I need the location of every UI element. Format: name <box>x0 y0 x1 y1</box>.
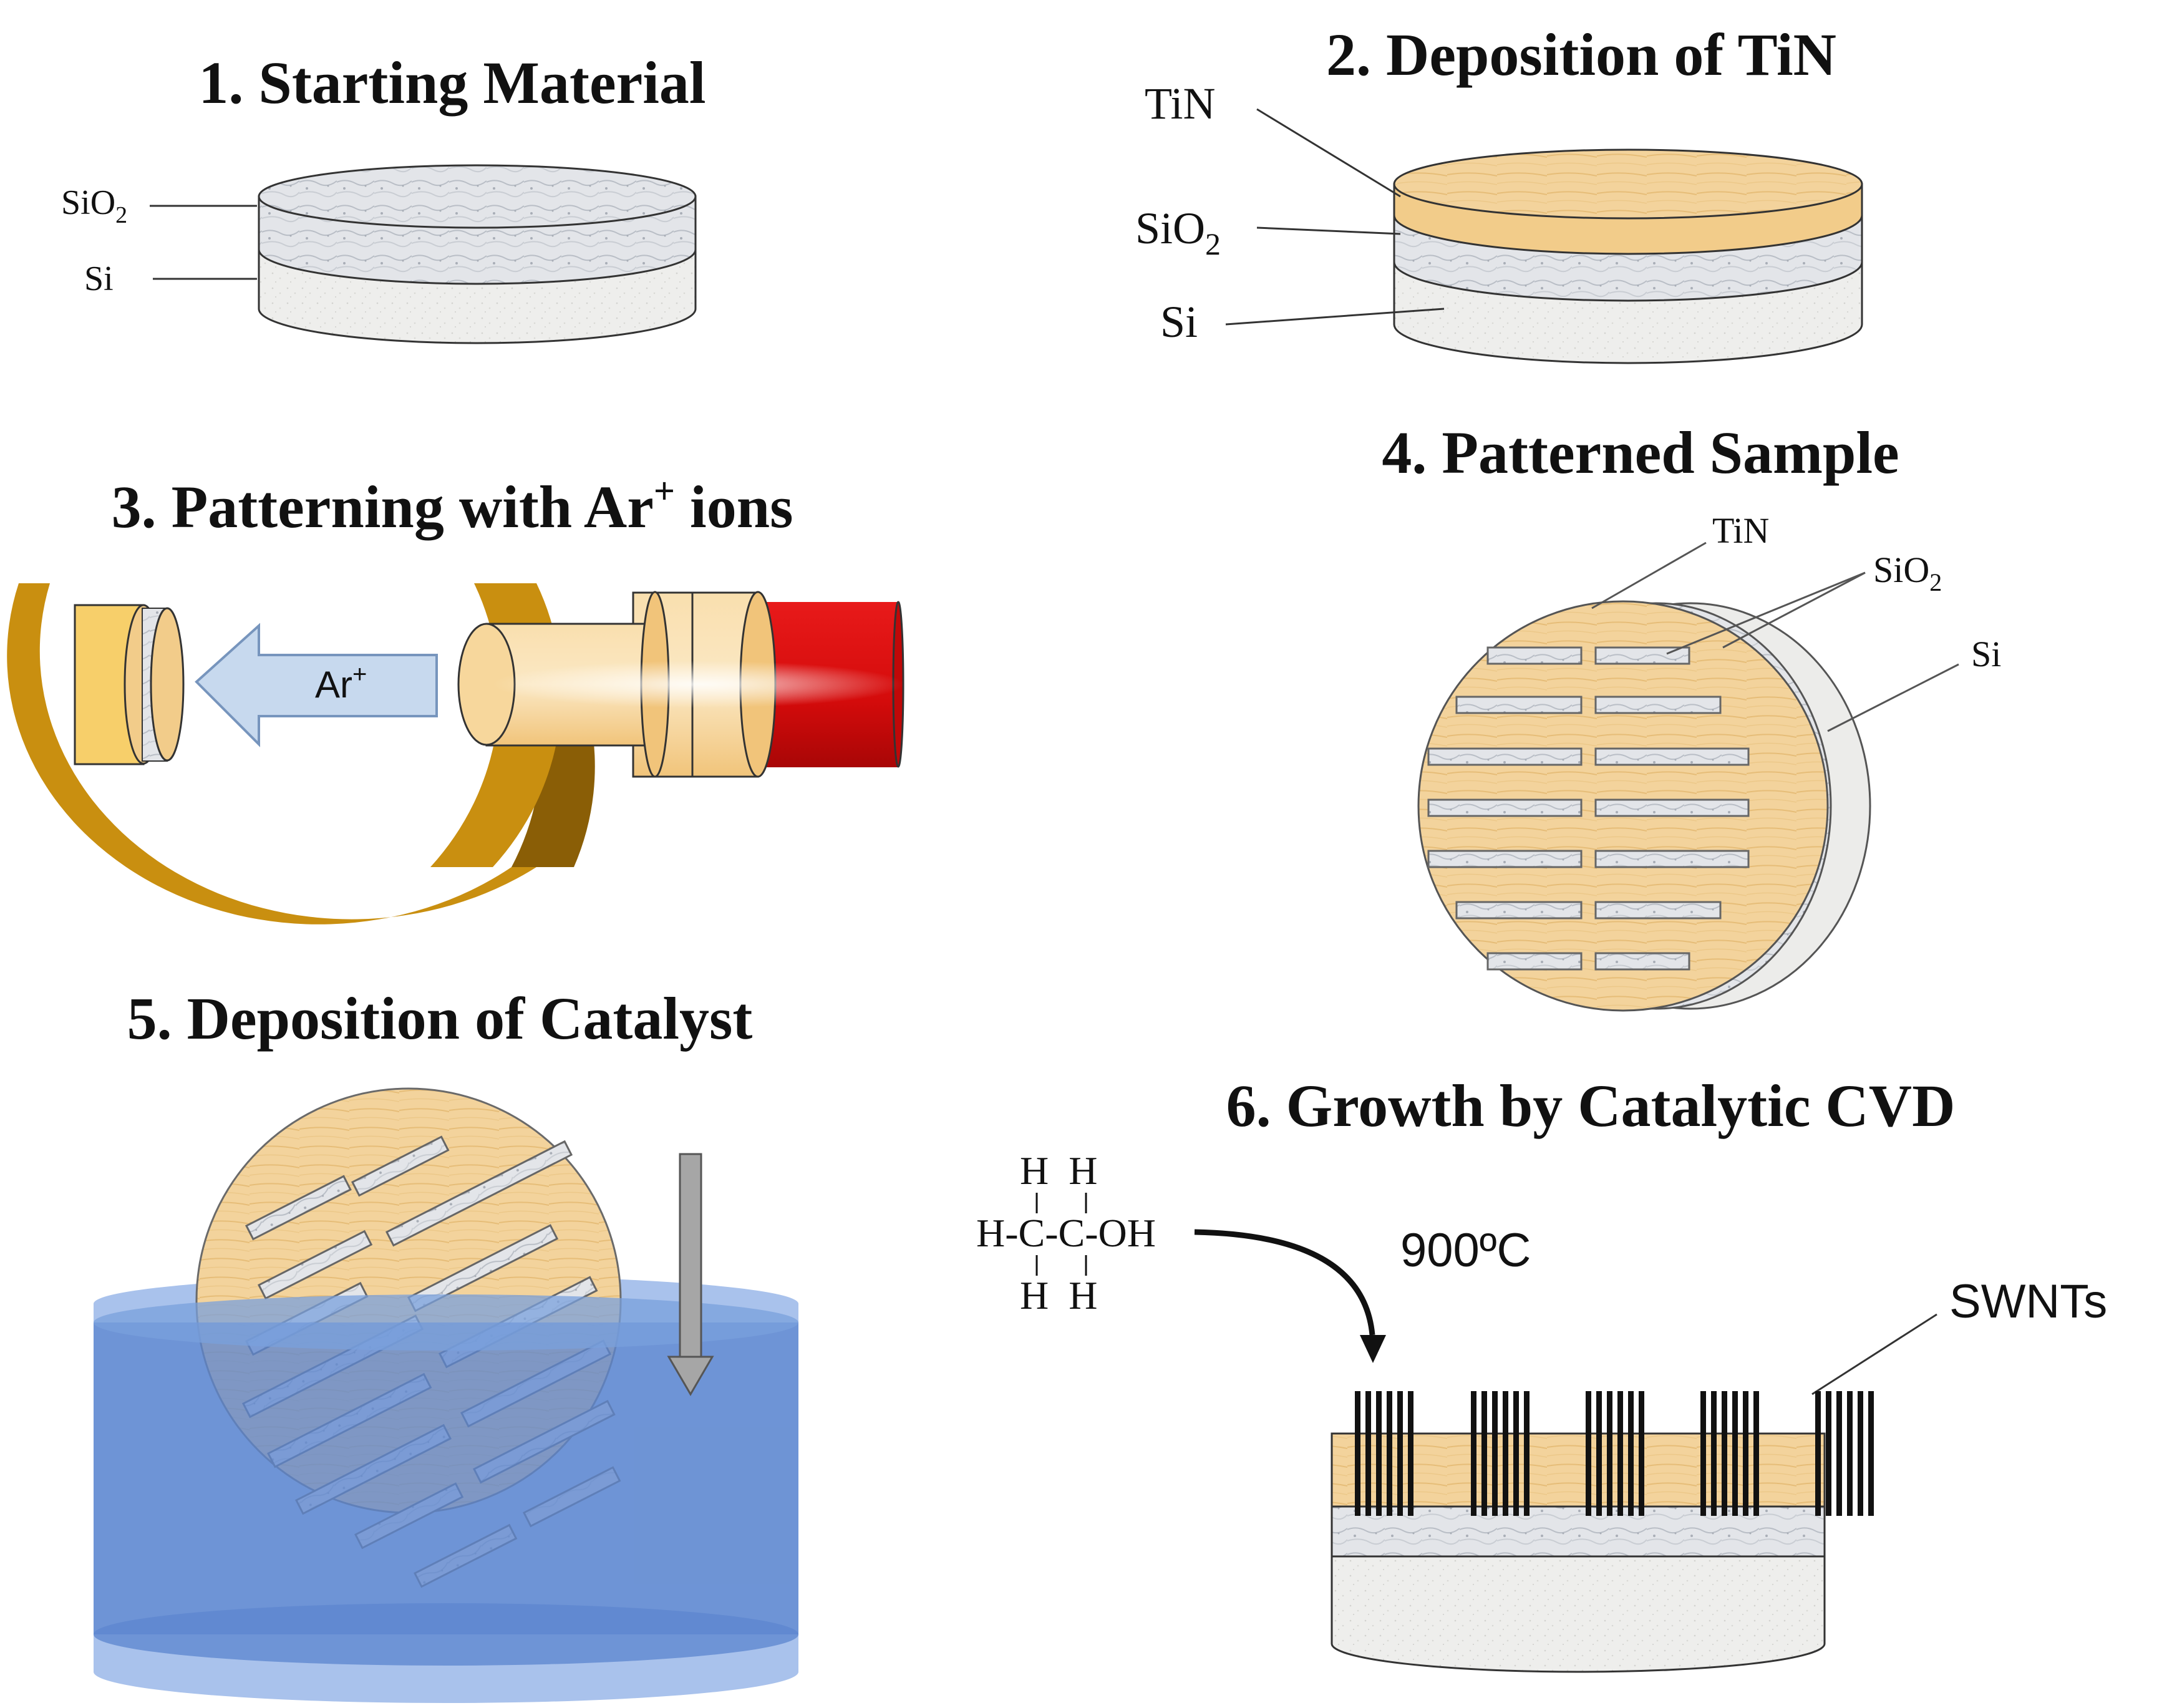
panel-3-title: 3. Patterning with Ar+ ions <box>112 470 793 540</box>
ethanol-structure: H H H-C-C-OH H H <box>976 1148 1156 1317</box>
tin-pattern-slots <box>1427 646 1750 971</box>
panel-4-tin-label: TiN <box>1591 510 1769 609</box>
cvd-temperature: 900ºC <box>1400 1224 1531 1277</box>
immersion-down-arrow <box>667 1153 714 1396</box>
svg-text:TiN: TiN <box>1712 510 1769 551</box>
ar-ion-arrow: Ar+ <box>195 623 438 747</box>
nanotube <box>1617 1391 1623 1516</box>
nanotube <box>1711 1391 1717 1516</box>
panel-6-title: 6. Growth by Catalytic CVD <box>1226 1072 1956 1139</box>
nanotube <box>1607 1391 1612 1516</box>
svg-text:SiO2: SiO2 <box>1873 550 1942 596</box>
sio2-slot <box>1594 850 1750 868</box>
nanotube <box>1397 1391 1403 1516</box>
nanotube <box>1586 1391 1591 1516</box>
nanotube <box>1628 1391 1634 1516</box>
sio2-slot <box>1594 952 1690 971</box>
nanotube <box>1355 1391 1360 1516</box>
panel-1-starting-material: 1. Starting Material SiO2 Si <box>61 49 706 344</box>
panel-5-title: 5. Deposition of Catalyst <box>127 985 753 1052</box>
nanotube <box>1408 1391 1413 1516</box>
nanotube <box>1858 1391 1863 1516</box>
patterned-wafer <box>1417 600 1871 1012</box>
sio2-slot <box>1427 747 1583 766</box>
panel-2-title: 2. Deposition of TiN <box>1326 21 1836 88</box>
nanotube <box>1815 1391 1821 1516</box>
nanotube <box>1596 1391 1602 1516</box>
nanotube <box>1513 1391 1519 1516</box>
nanotube <box>1847 1391 1853 1516</box>
sio2-slot <box>1455 901 1583 920</box>
sio2-slot <box>1594 798 1750 817</box>
nanotube <box>1639 1391 1644 1516</box>
panel-3-patterning: 3. Patterning with Ar+ ions Ar+ <box>7 470 904 924</box>
catalyst-slot <box>245 1175 352 1241</box>
svg-text:Si: Si <box>1971 634 2001 674</box>
nanotube <box>1524 1391 1530 1516</box>
cvd-flow-arrow <box>1194 1229 1386 1363</box>
svg-text:SWNTs: SWNTs <box>1949 1275 2107 1328</box>
svg-text:SiO2: SiO2 <box>61 183 127 228</box>
nanotube <box>1700 1391 1706 1516</box>
ion-gun <box>457 591 904 778</box>
sio2-slot <box>1486 646 1583 665</box>
nanotube <box>1868 1391 1874 1516</box>
nanotube <box>1743 1391 1748 1516</box>
growth-substrate <box>1331 1391 1874 1673</box>
panel-2-deposition-of-tin: 2. Deposition of TiN TiN SiO2 Si <box>1135 21 1863 364</box>
panel-2-sio2-label: SiO2 <box>1135 203 1401 261</box>
nanotube <box>1722 1391 1727 1516</box>
catalyst-slot <box>385 1140 573 1247</box>
svg-text:H-C-C-OH: H-C-C-OH <box>976 1211 1156 1255</box>
starting-wafer <box>258 164 697 344</box>
panel-5-deposition-of-catalyst: 5. Deposition of Catalyst <box>94 985 798 1703</box>
nanotube <box>1481 1391 1487 1516</box>
swnt-label: SWNTs <box>1811 1275 2107 1395</box>
panel-4-sio2-label: SiO2 <box>1666 550 1942 655</box>
svg-text:Si: Si <box>1160 297 1198 347</box>
nanotube <box>1826 1391 1831 1516</box>
nanotube <box>1836 1391 1842 1516</box>
sio2-slot <box>1486 952 1583 971</box>
svg-text:TiN: TiN <box>1145 79 1215 129</box>
sio2-slot <box>1594 901 1722 920</box>
svg-text:SiO2: SiO2 <box>1135 203 1221 261</box>
svg-text:Si: Si <box>84 260 114 298</box>
panel-1-si-label: Si <box>84 260 257 298</box>
catalyst-slot <box>257 1230 373 1300</box>
panel-2-tin-label: TiN <box>1145 79 1401 198</box>
panel-1-title: 1. Starting Material <box>198 49 705 116</box>
sio2-slot <box>1594 696 1722 714</box>
nanotube <box>1753 1391 1759 1516</box>
sio2-slot <box>1455 696 1583 714</box>
svg-text:H H: H H <box>1020 1148 1097 1193</box>
nanotube <box>1376 1391 1382 1516</box>
catalyst-slot <box>351 1135 450 1197</box>
nanotube <box>1503 1391 1508 1516</box>
panel-4-title: 4. Patterned Sample <box>1382 419 1899 486</box>
panel-2-si-label: Si <box>1160 297 1445 347</box>
sio2-slot <box>1594 646 1690 665</box>
sio2-slot <box>1427 850 1583 868</box>
panel-4-si-label: Si <box>1827 634 2001 732</box>
sio2-slot <box>1427 798 1583 817</box>
nanotube <box>1471 1391 1476 1516</box>
nanotube <box>1365 1391 1371 1516</box>
panel-1-sio2-label: SiO2 <box>61 183 257 228</box>
nanotube <box>1492 1391 1498 1516</box>
tin-coated-wafer <box>1393 148 1863 364</box>
svg-text:H H: H H <box>1020 1273 1097 1317</box>
svg-text:Ar+: Ar+ <box>315 661 367 706</box>
nanotube-forest <box>1355 1391 1874 1516</box>
sio2-slot <box>1594 747 1750 766</box>
sample-holder <box>74 604 185 765</box>
panel-4-patterned-sample: 4. Patterned Sample TiN SiO2 Si <box>1382 419 2001 1012</box>
nanotube <box>1732 1391 1738 1516</box>
nanotube <box>1387 1391 1392 1516</box>
panel-6-growth-by-cvd: 6. Growth by Catalytic CVD H H H-C-C-OH … <box>976 1072 2107 1673</box>
